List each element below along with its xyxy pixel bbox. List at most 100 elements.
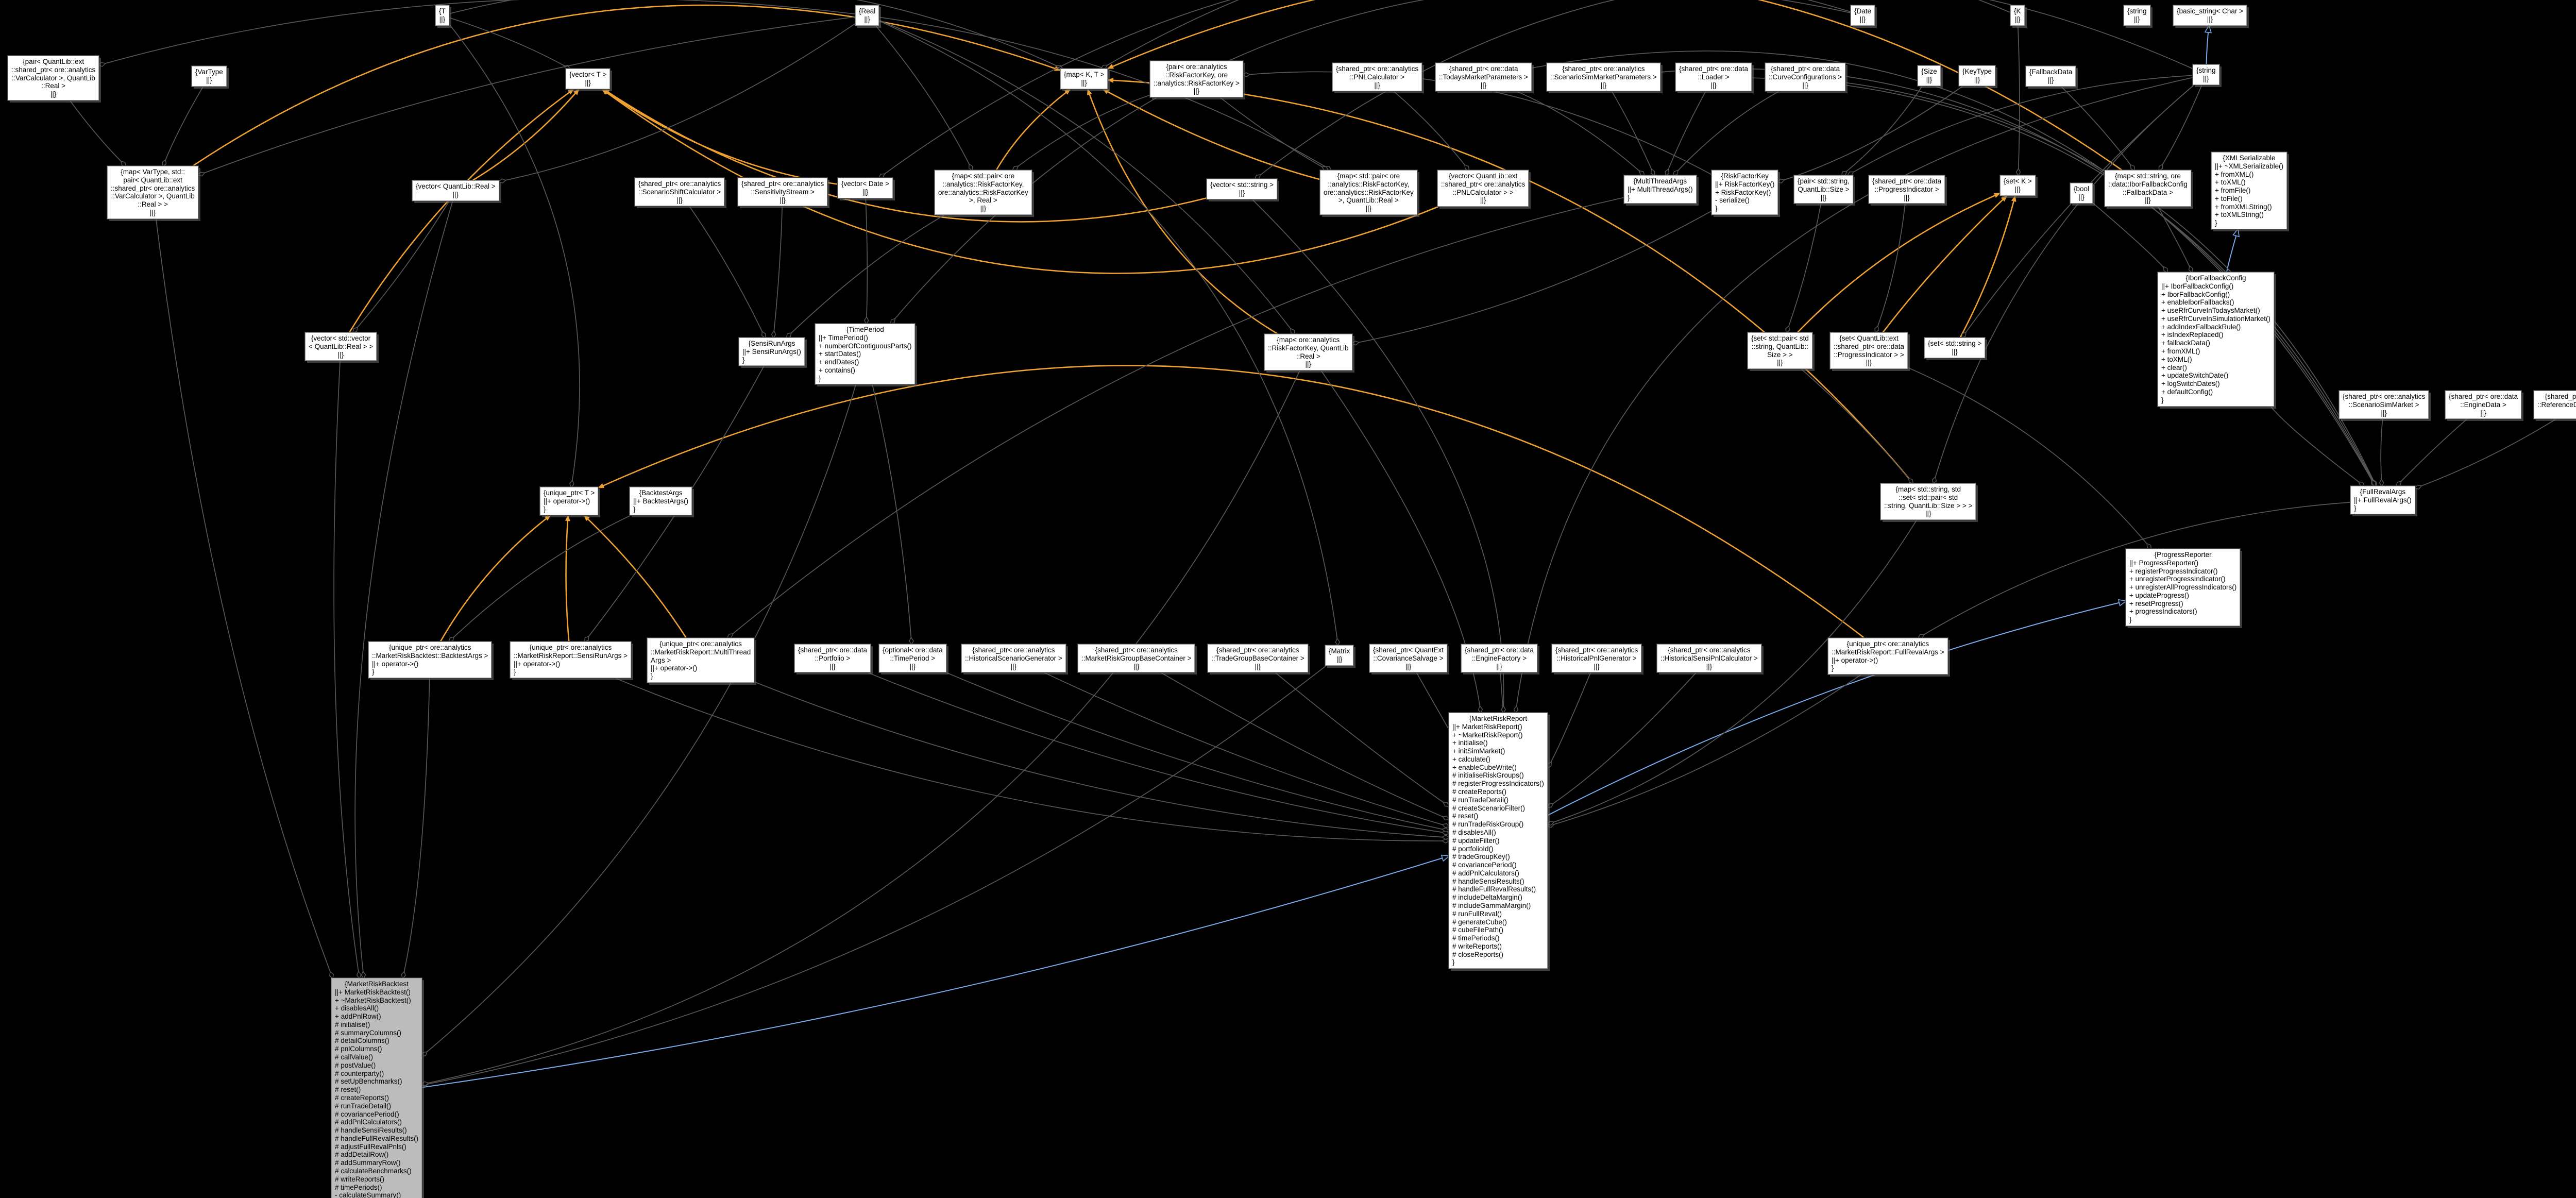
class-member-label: # cubeFilePath() — [1452, 926, 1504, 934]
class-node-upFullRevalArgs[interactable]: {unique_ptr< ore::analytics::MarketRiskR… — [1827, 637, 1948, 676]
class-node-Real[interactable]: {Real||} — [854, 5, 880, 26]
class-node-sptrScenShift[interactable]: {shared_ptr< ore::analytics::ScenarioShi… — [634, 177, 725, 207]
class-name-label: {BacktestArgs — [639, 489, 683, 497]
class-member-label: ::string, QuantLib:: — [1751, 342, 1809, 350]
class-node-vectorQLReal[interactable]: {vector< QuantLib::Real >||} — [412, 180, 500, 201]
class-member-label: ||+ MarketRiskBacktest() — [335, 988, 411, 996]
edge-Real-to-Matrix — [878, 20, 1338, 645]
class-node-sptrSensiStream[interactable]: {shared_ptr< ore::analytics::Sensitivity… — [737, 177, 828, 207]
class-node-T[interactable]: {T||} — [435, 5, 450, 26]
edge-optTimePeriod-to-MarketRiskReport — [945, 672, 1449, 831]
class-node-sptrSSMParams[interactable]: {shared_ptr< ore::analytics::ScenarioSim… — [1546, 62, 1661, 92]
class-member-label: } — [819, 374, 821, 382]
class-node-BacktestArgs[interactable]: {BacktestArgs||+ BacktestArgs()} — [629, 486, 693, 516]
class-node-mapStrFallback[interactable]: {map< std::string, ore::data::IborFallba… — [2104, 169, 2192, 208]
class-node-uniquePtrT[interactable]: {unique_ptr< T >||+ operator->()} — [539, 486, 599, 516]
edge-mapStrSetPair-to-mapKT — [1107, 77, 1914, 484]
class-node-Date[interactable]: {Date||} — [1850, 5, 1876, 26]
class-node-sptrEngineFactory[interactable]: {shared_ptr< ore::data::EngineFactory >|… — [1461, 643, 1538, 673]
class-node-mapPairRFKQLRl[interactable]: {map< std::pair< ore::analytics::RiskFac… — [1319, 170, 1418, 215]
class-node-sptrEngineData[interactable]: {shared_ptr< ore::data::EngineData >||} — [2445, 390, 2522, 420]
class-node-sptrCurveCfg[interactable]: {shared_ptr< ore::data::CurveConfigurati… — [1764, 62, 1846, 92]
edge-string2-to-mapStrFallback — [2159, 85, 2202, 170]
class-member-label: + updateProgress() — [2129, 591, 2189, 599]
class-node-mapRFKQLReal[interactable]: {map< ore::analytics::RiskFactorKey, Qua… — [1264, 333, 1353, 372]
class-node-MultiThreadArgs[interactable]: {MultiThreadArgs||+ MultiThreadArgs()} — [1623, 174, 1697, 205]
class-member-label: ||} — [1010, 662, 1017, 670]
class-node-setStdString[interactable]: {set< std::string >||} — [1923, 337, 1986, 359]
class-node-vecExtPNLCalc[interactable]: {vector< QuantLib::ext::shared_ptr< ore:… — [1436, 169, 1530, 208]
class-member-label: # tradeGroupKey() — [1452, 853, 1510, 861]
class-node-sptrPNLCalc[interactable]: {shared_ptr< ore::analytics::PNLCalculat… — [1331, 62, 1423, 92]
class-node-setExtProgInd[interactable]: {set< QuantLib::ext::shared_ptr< ore::da… — [1829, 331, 1908, 370]
class-node-K[interactable]: {K||} — [2010, 5, 2025, 26]
class-member-label: ||} — [585, 78, 591, 87]
class-node-vectorT[interactable]: {vector< T >||} — [565, 68, 611, 90]
class-node-VarType[interactable]: {VarType||} — [191, 65, 227, 87]
edge-setExtProgInd-to-setK — [1882, 195, 2008, 333]
class-node-setK[interactable]: {set< K >||} — [1999, 175, 2036, 196]
class-node-sptrProgInd[interactable]: {shared_ptr< ore::data::ProgressIndicato… — [1868, 174, 1945, 205]
class-node-sptrCovSalvage[interactable]: {shared_ptr< QuantExt::CovarianceSalvage… — [1369, 643, 1448, 673]
class-node-sptrHistSensiPnl[interactable]: {shared_ptr< ore::analytics::HistoricalS… — [1656, 643, 1762, 673]
class-node-sptrRefDataMgr[interactable]: {shared_ptr< ore::data::ReferenceDataMan… — [2533, 390, 2576, 420]
class-member-label: ||} — [1336, 655, 1343, 663]
class-node-bool[interactable]: {bool||} — [2069, 182, 2094, 204]
class-node-FullRevalArgs[interactable]: {FullRevalArgs||+ FullRevalArgs()} — [2350, 485, 2416, 515]
class-node-mapPairRFKReal[interactable]: {map< std::pair< ore::analytics::RiskFac… — [934, 170, 1032, 215]
class-member-label: ore::analytics::RiskFactorKey — [1324, 188, 1414, 196]
class-node-FallbackData[interactable]: {FallbackData||} — [2025, 65, 2077, 87]
class-member-label: # runTradeRiskGroup() — [1452, 820, 1524, 829]
class-node-string1[interactable]: {string||} — [2123, 5, 2151, 26]
class-node-vectorStdString[interactable]: {vector< std::string >||} — [1206, 178, 1278, 200]
class-node-sptrHistScenGen[interactable]: {shared_ptr< ore::analytics::HistoricalS… — [961, 643, 1066, 673]
class-node-sptrHistPnlGen[interactable]: {shared_ptr< ore::analytics::HistoricalP… — [1551, 643, 1642, 673]
class-node-sptrPortfolio[interactable]: {shared_ptr< ore::data::Portfolio >||} — [794, 643, 871, 673]
class-node-Matrix[interactable]: {Matrix||} — [1324, 645, 1354, 666]
edge-pairStrSize-to-setPairStrSize — [1787, 203, 1822, 332]
class-node-upBacktestArgs[interactable]: {unique_ptr< ore::analytics::MarketRiskB… — [367, 640, 493, 679]
class-node-XMLSerializable[interactable]: {XMLSerializable||+ ~XMLSerializable()+ … — [2210, 151, 2288, 230]
class-node-pairVarCalcReal[interactable]: {pair< QuantLib::ext::shared_ptr< ore::a… — [7, 55, 100, 101]
class-node-mapVarTypePair[interactable]: {map< VarType, std::pair< QuantLib::ext:… — [106, 165, 199, 220]
class-name-label: {Matrix — [1329, 647, 1350, 655]
class-name-label: {bool — [2074, 185, 2090, 193]
class-node-ProgressReporter[interactable]: {ProgressReporter||+ ProgressReporter()+… — [2125, 548, 2241, 627]
class-node-string2[interactable]: {string||} — [2192, 64, 2220, 86]
edge-mapPairRFKReal-to-mapKT — [995, 88, 1071, 171]
class-node-basicStringChar[interactable]: {basic_string< Char >||} — [2172, 5, 2248, 26]
class-node-sptrTGBContainer[interactable]: {shared_ptr< ore::analytics::TradeGroupB… — [1207, 643, 1309, 673]
class-node-IborFallback[interactable]: {IborFallbackConfig||+ IborFallbackConfi… — [2157, 272, 2275, 407]
class-member-label: + fromXMLString() — [2215, 203, 2272, 211]
class-node-pairRFKRFK[interactable]: {pair< ore::analytics::RiskFactorKey, or… — [1149, 60, 1244, 98]
class-node-optTimePeriod[interactable]: {optional< ore::data::TimePeriod >||} — [878, 643, 947, 673]
class-member-label: ::TodaysMarketParameters > — [1439, 73, 1528, 81]
class-node-RiskFactorKey[interactable]: {RiskFactorKey||+ RiskFactorKey()+ RiskF… — [1710, 170, 1779, 215]
class-node-MarketRiskReport[interactable]: {MarketRiskReport||+ MarketRiskReport()+… — [1448, 712, 1548, 970]
class-node-vectorDate[interactable]: {vector< Date >||} — [837, 177, 894, 199]
class-node-SensiRunArgs[interactable]: {SensiRunArgs||+ SensiRunArgs()} — [738, 336, 805, 367]
class-node-upSensiRunArgs[interactable]: {unique_ptr< ore::analytics::MarketRiskR… — [510, 640, 632, 679]
class-node-sptrLoader[interactable]: {shared_ptr< ore::data::Loader >||} — [1675, 62, 1752, 92]
class-node-sptrTodaysMkt[interactable]: {shared_ptr< ore::data::TodaysMarketPara… — [1435, 62, 1532, 92]
class-member-label: ||} — [1133, 662, 1140, 670]
class-node-upMultiThreadArgs[interactable]: {unique_ptr< ore::analytics::MarketRiskR… — [646, 637, 755, 683]
class-node-sptrMRGBContainer[interactable]: {shared_ptr< ore::analytics::MarketRiskG… — [1077, 643, 1196, 673]
class-node-setPairStrSize[interactable]: {set< std::pair< std::string, QuantLib::… — [1747, 331, 1813, 370]
class-name-label: {set< K > — [2004, 177, 2032, 185]
class-member-label: Args > — [651, 656, 671, 664]
class-node-sptrScenSimMkt[interactable]: {shared_ptr< ore::analytics::ScenarioSim… — [2338, 390, 2430, 420]
class-name-label: {MultiThreadArgs — [1633, 177, 1687, 185]
class-node-vecVecQLReal[interactable]: {vector< std::vector< QuantLib::Real > >… — [304, 331, 377, 362]
class-node-KeyType[interactable]: {KeyType||} — [1958, 65, 1996, 87]
class-node-Size[interactable]: {Size||} — [1917, 65, 1941, 87]
class-member-label: ::Real > — [1296, 352, 1320, 360]
class-member-label: # counterparty() — [335, 1069, 384, 1077]
class-node-mapStrSetPair[interactable]: {map< std::string, std::set< std::pair< … — [1879, 482, 1977, 521]
class-node-pairStrSize[interactable]: {pair< std::string,QuantLib::Size >||} — [1793, 174, 1854, 205]
edge-sptrSSMParams-to-MultiThreadArgs — [1611, 91, 1654, 175]
class-node-MarketRiskBacktest[interactable]: {MarketRiskBacktest||+ MarketRiskBacktes… — [330, 977, 423, 1198]
class-node-TimePeriod[interactable]: {TimePeriod||+ TimePeriod()+ numberOfCon… — [814, 323, 916, 385]
class-member-label: ||} — [1496, 662, 1502, 670]
class-node-mapKT[interactable]: {map< K, T >||} — [1059, 68, 1109, 90]
